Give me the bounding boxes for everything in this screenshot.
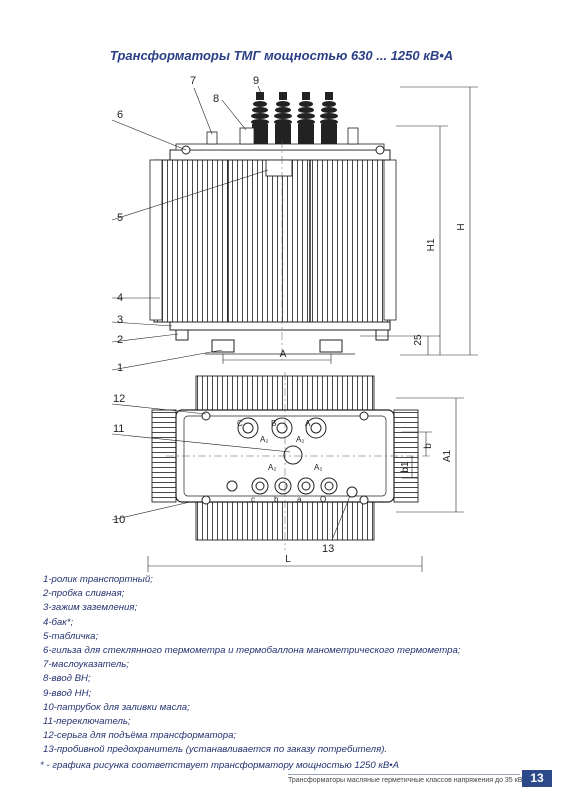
callout-5: 5: [117, 212, 123, 224]
dim-a2-label: A₂: [314, 463, 322, 472]
dim-h1-label: H1: [426, 238, 437, 251]
top-leader-lines: [111, 403, 351, 541]
terminal-a-lv: a: [297, 495, 302, 504]
dim-a2-label: A₂: [296, 435, 304, 444]
page-number: 13: [522, 770, 552, 787]
dim-h-label: H: [456, 223, 467, 230]
legend-list: 1-ролик транспортный; 2-пробка сливная; …: [43, 573, 543, 758]
top-dimensions: [147, 397, 464, 572]
dim-25-label: 25: [413, 334, 424, 346]
legend-item: 10-патрубок для заливки масла;: [43, 701, 190, 713]
front-view: [149, 92, 397, 360]
dim-b-label: b: [423, 443, 434, 449]
legend-item: 8-ввод ВН;: [43, 673, 91, 685]
front-dimensions: [222, 86, 478, 364]
legend-item: 2-пробка сливная;: [43, 588, 125, 600]
footnote: * - графика рисунка соответствует трансф…: [40, 760, 400, 771]
legend-item: 13-пробивной предохранитель (устанавлива…: [43, 744, 388, 756]
callout-2: 2: [117, 334, 123, 346]
hv-bushing-icon: [237, 417, 327, 439]
terminal-b: B: [271, 419, 276, 428]
footer-divider: [288, 774, 520, 775]
legend-item: 1-ролик транспортный;: [43, 574, 153, 585]
callout-4: 4: [117, 292, 123, 304]
dim-b1-label: b1: [400, 461, 411, 473]
legend-item: 9-ввод НН;: [43, 687, 92, 699]
callout-6: 6: [117, 109, 123, 121]
terminal-c-lv: c: [251, 495, 255, 504]
top-view: [151, 372, 430, 550]
bushings-icon: [251, 92, 338, 144]
dim-a-label: A: [280, 349, 287, 360]
lv-bushing-icon: [251, 477, 338, 495]
legend-item: 4-бак*;: [43, 616, 74, 628]
callout-8: 8: [213, 93, 219, 105]
footer-text: Трансформаторы масляные герметичные клас…: [288, 777, 523, 784]
dim-a2-label: A₂: [268, 463, 276, 472]
terminal-o: O: [320, 495, 326, 504]
nameplate-icon: [265, 159, 293, 177]
callout-12: 12: [113, 393, 125, 405]
legend-item: 3-зажим заземления;: [43, 602, 138, 614]
callout-1: 1: [117, 362, 123, 374]
callout-7: 7: [190, 75, 196, 87]
front-leader-lines: [111, 85, 269, 371]
callout-13: 13: [322, 543, 334, 555]
legend-item: 11-переключатель;: [43, 716, 131, 728]
legend-item: 12-серьга для подъёма трансформатора;: [43, 730, 237, 742]
dim-a1-label: A1: [442, 449, 453, 462]
legend-item: 7-маслоуказатель;: [43, 659, 129, 671]
callout-10: 10: [113, 514, 125, 526]
tap-changer-icon: [283, 445, 303, 465]
dim-a2-label: A₂: [260, 435, 268, 444]
terminal-a: A: [305, 419, 311, 428]
page-title: Трансформаторы ТМГ мощностью 630 ... 125…: [109, 48, 454, 63]
legend-item: 6-гильза для стеклянного термометра и те…: [43, 645, 461, 657]
legend-item: 5-табличка;: [43, 630, 99, 642]
callout-3: 3: [117, 314, 123, 326]
callout-9: 9: [253, 75, 259, 87]
terminal-c: C: [237, 419, 243, 428]
wheel-icon: [211, 339, 235, 353]
wheel-icon: [319, 339, 343, 353]
callout-11: 11: [113, 423, 124, 435]
terminal-b-lv: b: [274, 495, 279, 504]
dim-l-label: L: [285, 554, 291, 565]
